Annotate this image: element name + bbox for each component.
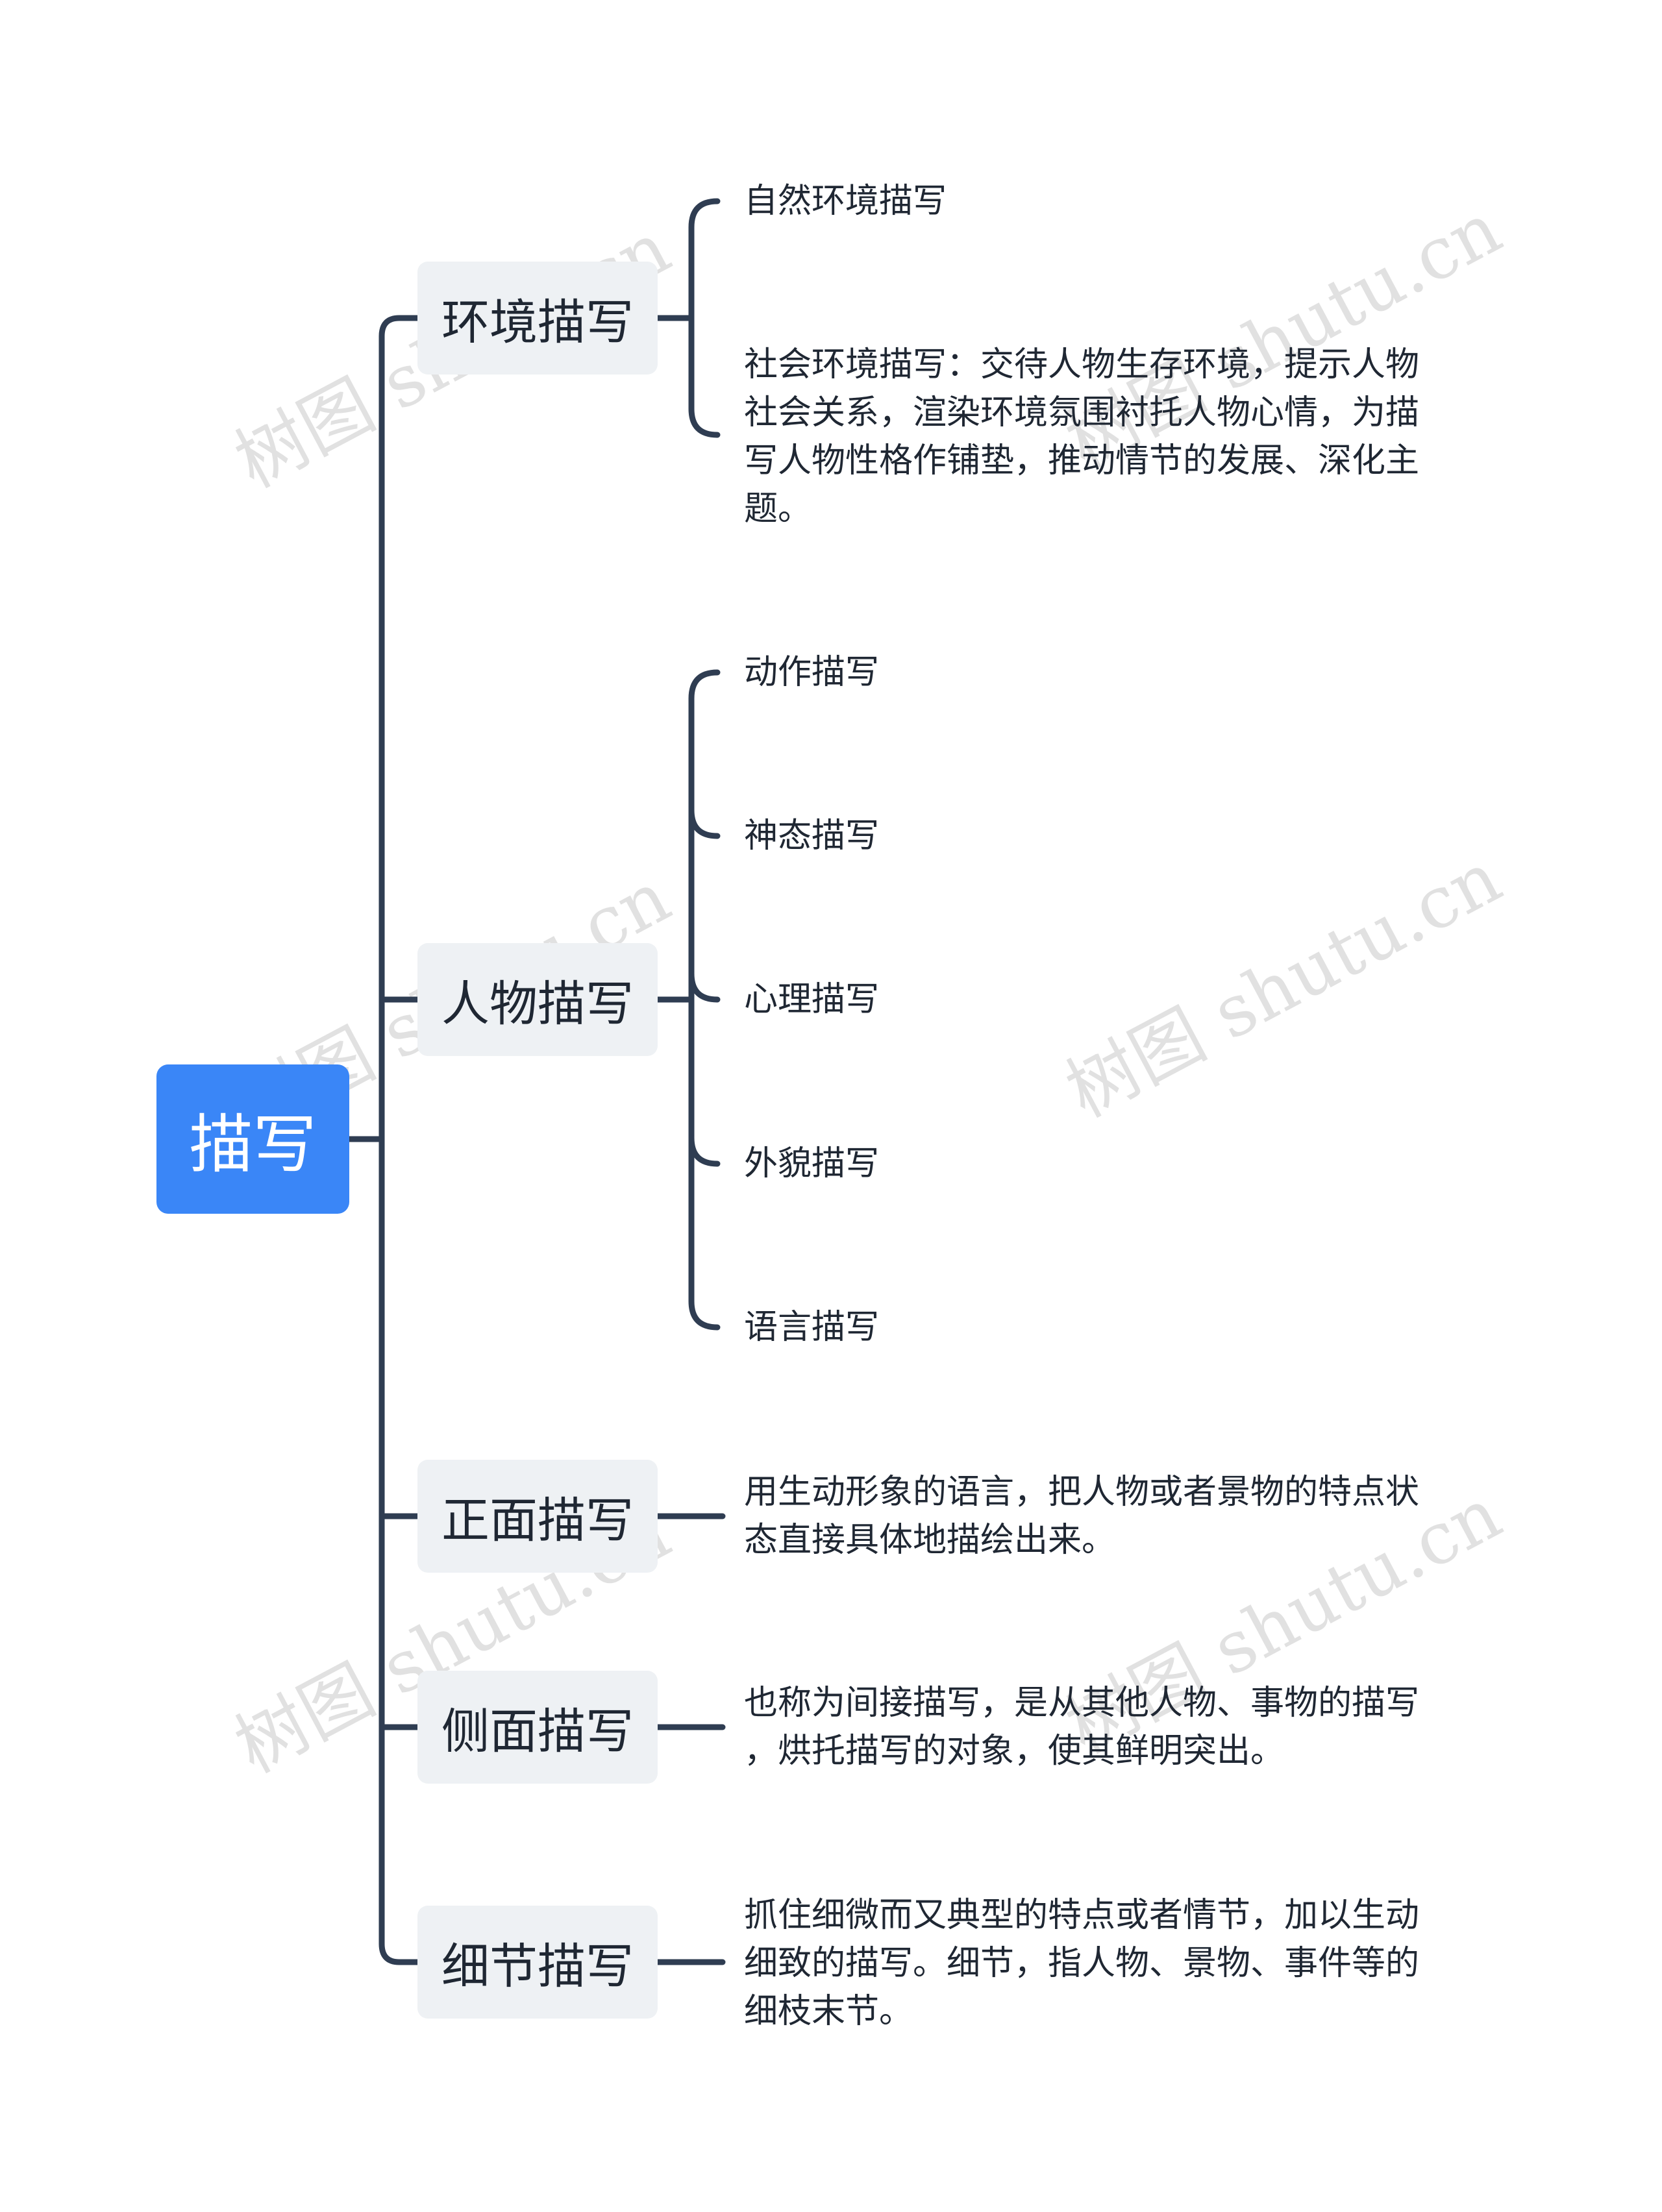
leaf-bracket (688, 198, 721, 438)
leaf-node[interactable]: 语言描写 (744, 1308, 880, 1347)
branch-node-character[interactable]: 人物描写 (417, 943, 658, 1056)
trunk-connector (378, 315, 421, 1965)
branch-node-direct[interactable]: 正面描写 (417, 1460, 658, 1573)
branch-node-indirect[interactable]: 侧面描写 (417, 1671, 658, 1784)
leaf-line: 社会环境描写：交待人物生存环境，提示人物 (744, 345, 1420, 384)
root-node[interactable]: 描写 (156, 1064, 349, 1214)
leaf-line: 抓住细微而又典型的特点或者情节，加以生动 (744, 1896, 1420, 1935)
leaf-node[interactable]: 动作描写 (744, 653, 880, 692)
leaf-node[interactable]: 也称为间接描写，是从其他人物、事物的描写 ，烘托描写的对象，使其鲜明突出。 (744, 1679, 1419, 1775)
leaf-line: 态直接具体地描绘出来。 (744, 1521, 1116, 1560)
leaf-node[interactable]: 神态描写 (744, 817, 880, 855)
leaf-bracket (688, 669, 721, 1331)
leaf-node[interactable]: 用生动形象的语言，把人物或者景物的特点状 态直接具体地描绘出来。 (744, 1468, 1419, 1564)
leaf-node[interactable]: 心理描写 (744, 980, 880, 1019)
branch-node-environment[interactable]: 环境描写 (417, 262, 658, 375)
leaf-connector (688, 1135, 721, 1167)
leaf-line: 细致的描写。细节，指人物、景物、事件等的 (744, 1944, 1420, 1983)
leaf-line: 细枝末节。 (744, 1992, 913, 2031)
branch-node-detail[interactable]: 细节描写 (417, 1906, 658, 2019)
leaf-line: ，烘托描写的对象，使其鲜明突出。 (744, 1732, 1285, 1771)
leaf-connector (688, 970, 721, 1003)
leaf-line: 用生动形象的语言，把人物或者景物的特点状 (744, 1473, 1420, 1512)
leaf-line: 也称为间接描写，是从其他人物、事物的描写 (744, 1684, 1420, 1723)
leaf-line: 社会关系，渲染环境氛围衬托人物心情，为描 (744, 393, 1420, 432)
leaf-connector (688, 807, 721, 839)
leaf-line: 写人物性格作铺垫，推动情节的发展、深化主 (744, 441, 1420, 480)
leaf-node[interactable]: 外貌描写 (744, 1144, 880, 1183)
leaf-node[interactable]: 社会环境描写：交待人物生存环境，提示人物 社会关系，渲染环境氛围衬托人物心情，为… (744, 341, 1419, 533)
leaf-node[interactable]: 抓住细微而又典型的特点或者情节，加以生动 细致的描写。细节，指人物、景物、事件等… (744, 1891, 1419, 2035)
leaf-node[interactable]: 自然环境描写 (744, 182, 947, 221)
leaf-line: 题。 (744, 489, 812, 528)
